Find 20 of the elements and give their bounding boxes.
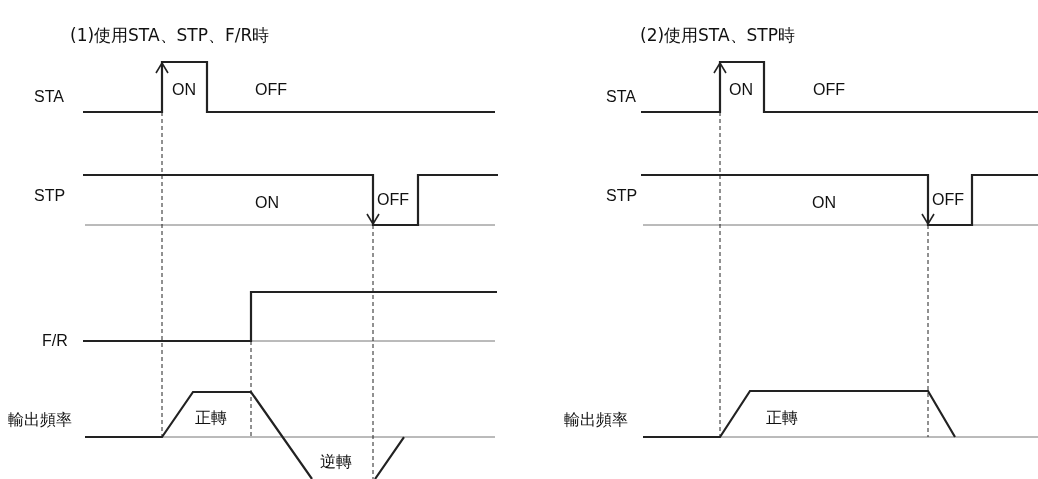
rotation-label: 正轉: [195, 408, 227, 428]
rotation-label: 正轉: [766, 408, 798, 428]
panel-title: (2)使用STA、STP時: [640, 25, 795, 45]
signal-name: STP: [606, 186, 638, 206]
state-label: ON: [729, 80, 753, 100]
signal-name: 輸出頻率: [8, 410, 72, 430]
state-label: OFF: [813, 80, 845, 100]
panel-title: (1)使用STA、STP、F/R時: [70, 25, 270, 45]
state-label: ON: [255, 193, 279, 213]
state-label: OFF: [377, 190, 409, 210]
state-label: OFF: [932, 190, 964, 210]
signal-name: F/R: [42, 331, 68, 351]
state-label: ON: [172, 80, 196, 100]
signal-name: STP: [34, 186, 66, 206]
state-label: ON: [812, 193, 836, 213]
signal-name: STA: [606, 87, 636, 107]
rotation-label: 逆轉: [320, 452, 352, 472]
signal-name: STA: [34, 87, 64, 107]
signal-name: 輸出頻率: [564, 410, 628, 430]
state-label: OFF: [255, 80, 287, 100]
